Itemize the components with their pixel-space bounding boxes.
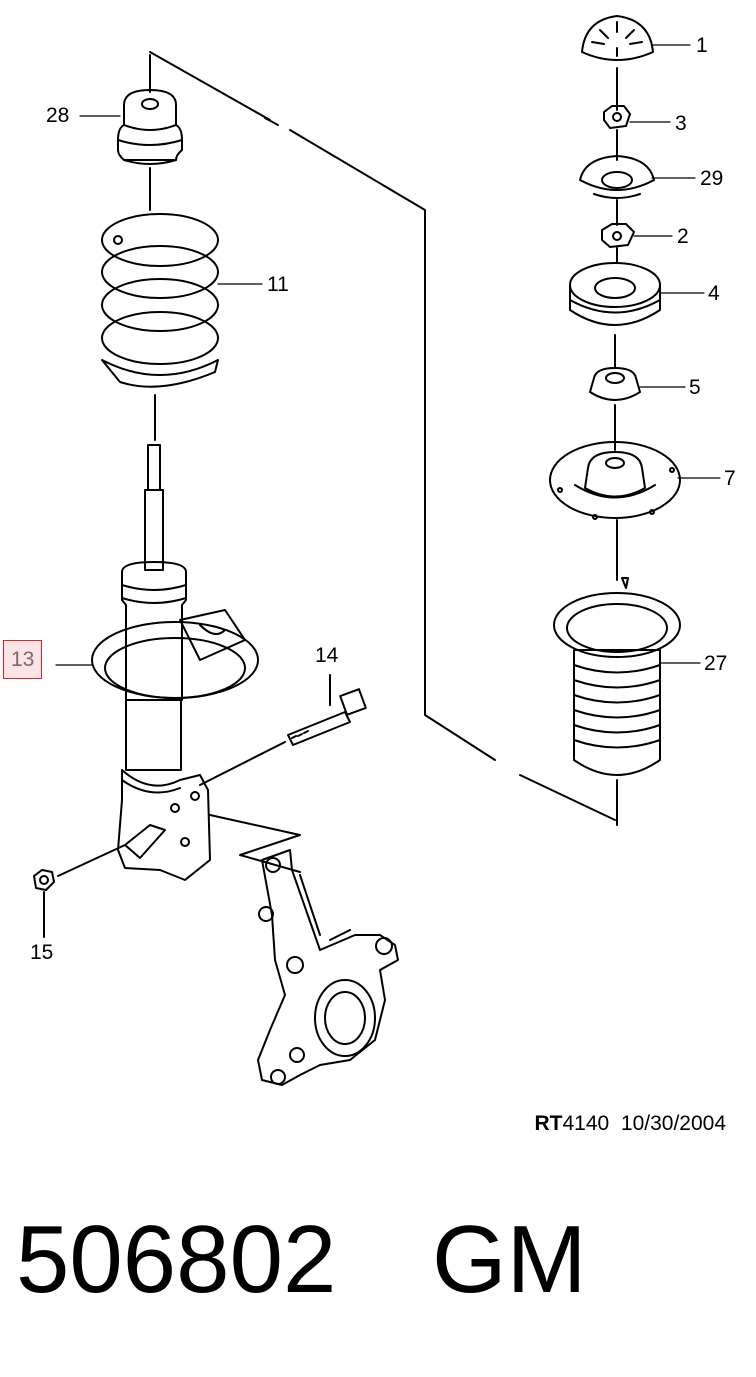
caption-code-number: 4140 — [562, 1112, 610, 1135]
bump-stop — [117, 54, 183, 211]
nut-2 — [601, 199, 635, 263]
callout-28: 28 — [46, 104, 70, 127]
callout-4: 4 — [708, 282, 720, 305]
nut-15 — [33, 844, 126, 938]
callout-13-highlighted[interactable]: 13 — [3, 640, 43, 679]
callout-2: 2 — [677, 225, 689, 248]
bearing-mount-4 — [569, 262, 661, 369]
washer-29 — [579, 155, 655, 199]
callout-29: 29 — [700, 167, 724, 190]
callout-5: 5 — [689, 376, 701, 399]
nut-3 — [603, 105, 631, 161]
washer-5 — [589, 367, 641, 451]
callout-14: 14 — [315, 644, 339, 667]
assembly-outline — [149, 51, 616, 821]
dust-cap — [581, 15, 654, 111]
callout-27: 27 — [704, 652, 728, 675]
steering-knuckle — [209, 814, 399, 1086]
caption-date: 10/30/2004 — [620, 1112, 726, 1135]
dust-boot-27 — [553, 577, 681, 826]
diagram-caption: RT4140 10/30/2004 — [535, 1112, 727, 1136]
leader-lines — [55, 44, 721, 666]
strut-body — [91, 444, 259, 881]
callout-11: 11 — [267, 273, 289, 296]
brand-name: GM — [432, 1206, 587, 1313]
upper-strut-mount-7 — [549, 441, 681, 581]
bolt — [199, 674, 367, 786]
callout-3: 3 — [675, 112, 687, 135]
part-number: 506802 — [16, 1206, 337, 1313]
callout-1: 1 — [696, 34, 708, 57]
coil-spring — [101, 213, 219, 441]
callout-7: 7 — [724, 467, 736, 490]
caption-code-prefix: RT — [534, 1112, 563, 1135]
callout-15: 15 — [30, 941, 54, 964]
